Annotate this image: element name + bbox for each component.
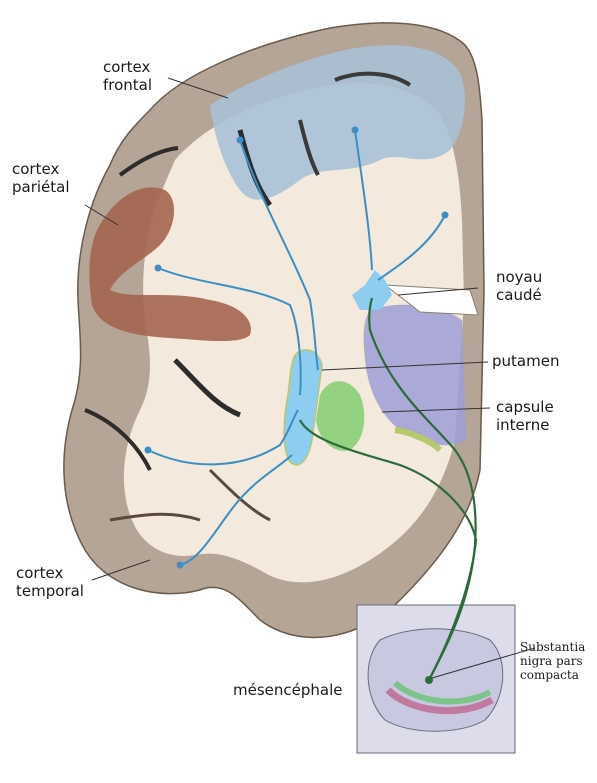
midbrain-inset xyxy=(357,605,515,753)
label-cortex-temporal: cortex temporal xyxy=(16,564,84,600)
label-cortex-parietal: cortex pariétal xyxy=(12,160,70,196)
label-substantia-nigra: Substantia nigra pars compacta xyxy=(520,640,585,682)
midbrain-shape xyxy=(368,629,503,732)
label-putamen: putamen xyxy=(492,352,559,370)
label-capsule-interne: capsule interne xyxy=(496,398,554,434)
label-mesencephale: mésencéphale xyxy=(233,681,342,699)
label-noyau-caude: noyau caudé xyxy=(496,268,542,304)
label-cortex-frontal: cortex frontal xyxy=(103,58,152,94)
